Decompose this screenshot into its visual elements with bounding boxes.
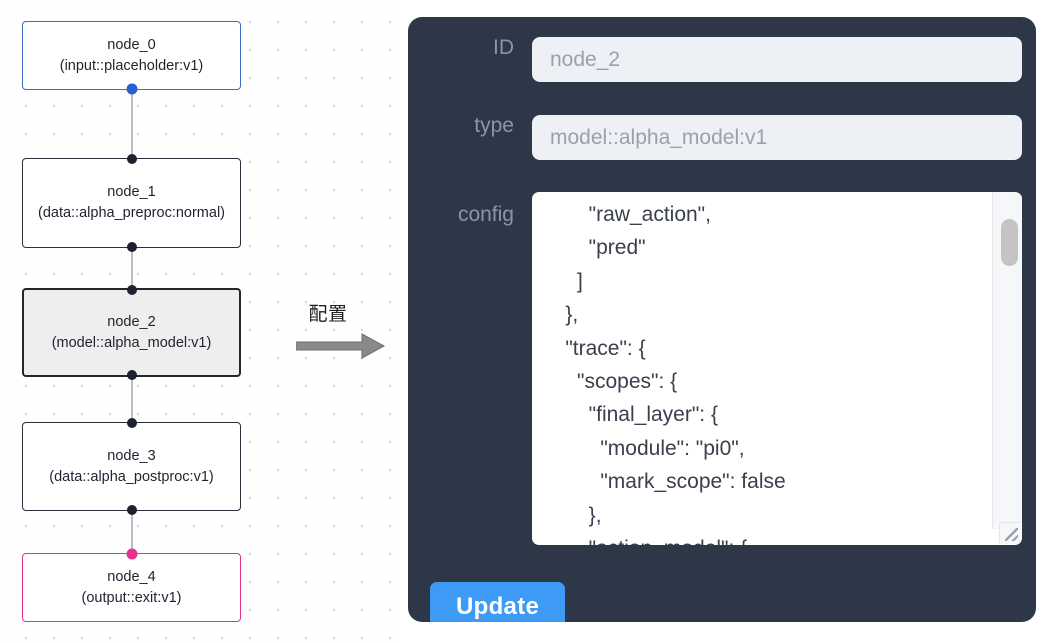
form-row-config: config "raw_action", "pred" ] }, "trace"… bbox=[422, 192, 1022, 545]
type-field-label: type bbox=[474, 114, 514, 137]
node-handle-bottom[interactable] bbox=[126, 505, 137, 515]
config-field-label: config bbox=[457, 203, 514, 226]
update-button[interactable]: Update bbox=[430, 582, 566, 622]
graph-node-node_2[interactable]: node_2 (model::alpha_model:v1) bbox=[22, 285, 241, 380]
node-label: node_2 (model::alpha_model:v1) bbox=[51, 313, 212, 351]
flow-annotation-label: 配置 bbox=[308, 303, 348, 325]
flow-annotation: 配置 bbox=[296, 299, 386, 359]
node-handle-bottom[interactable] bbox=[126, 370, 137, 380]
config-scrollbar-thumb[interactable] bbox=[1001, 219, 1018, 266]
graph-node-node_1[interactable]: node_1 (data::alpha_preproc:normal) bbox=[22, 154, 241, 252]
config-editor[interactable]: "raw_action", "pred" ] }, "trace": { "sc… bbox=[532, 192, 1022, 545]
edge-node3-node4 bbox=[131, 511, 133, 579]
graph-node-node_4[interactable]: node_4 (output::exit:v1) bbox=[22, 548, 241, 622]
config-scrollbar[interactable] bbox=[992, 192, 1022, 529]
id-field-label: ID bbox=[493, 36, 514, 59]
node-handle-top[interactable] bbox=[126, 548, 137, 560]
node-label: node_3 (data::alpha_postproc:v1) bbox=[49, 447, 214, 485]
config-textarea[interactable]: "raw_action", "pred" ] }, "trace": { "sc… bbox=[565, 203, 786, 545]
node-label: node_1 (data::alpha_preproc:normal) bbox=[38, 184, 225, 221]
graph-node-node_0[interactable]: node_0 (input::placeholder:v1) bbox=[22, 21, 241, 95]
edge-node0-node1 bbox=[131, 89, 133, 158]
arrow-right-icon bbox=[296, 333, 386, 359]
node-handle-top[interactable] bbox=[126, 154, 137, 164]
type-field[interactable]: model::alpha_model:v1 bbox=[532, 115, 1022, 160]
resize-grip-icon[interactable] bbox=[999, 522, 1021, 544]
node-handle-bottom[interactable] bbox=[126, 242, 137, 252]
form-row-type: type model::alpha_model:v1 bbox=[422, 115, 1022, 160]
edge-node2-node3 bbox=[131, 377, 133, 446]
form-row-id: ID node_2 bbox=[422, 37, 1022, 82]
node-label: node_4 (output::exit:v1) bbox=[81, 568, 182, 606]
edge-node1-node2 bbox=[131, 248, 133, 318]
node-inspector-panel: ID node_2 type model::alpha_model:v1 con… bbox=[408, 17, 1036, 622]
id-field[interactable]: node_2 bbox=[532, 37, 1022, 82]
node-handle-bottom[interactable] bbox=[126, 83, 137, 95]
graph-node-node_3[interactable]: node_3 (data::alpha_postproc:v1) bbox=[22, 418, 241, 515]
node-handle-top[interactable] bbox=[126, 418, 137, 428]
node-handle-top[interactable] bbox=[126, 285, 137, 295]
node-label: node_0 (input::placeholder:v1) bbox=[59, 36, 204, 74]
